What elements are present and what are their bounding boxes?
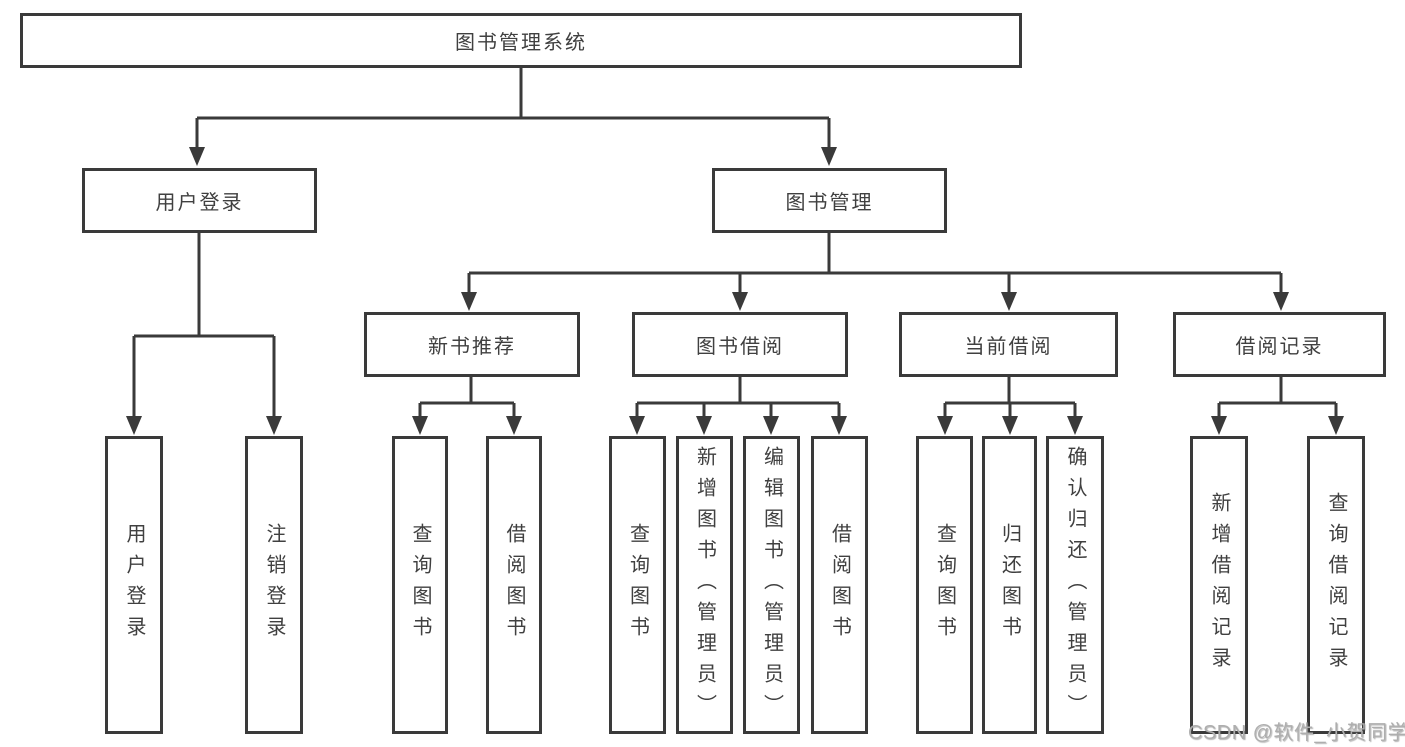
watermark: CSDN @软件_小贺同学 (1188, 722, 1405, 744)
arrow-down-icon (461, 292, 477, 311)
arrow-down-icon (412, 416, 428, 435)
leaf-add-borrow-record: 新增借阅记录 (1190, 436, 1248, 734)
leaf-edit-book-admin: 编辑图书（管理员） (743, 436, 800, 734)
node-label: 图书管理 (785, 192, 874, 214)
leaf-borrow-books-borrow: 借阅图书 (811, 436, 868, 734)
node-new-book-recommend: 新书推荐 (364, 312, 580, 377)
arrowheads (126, 147, 1344, 435)
arrow-down-icon (189, 147, 205, 166)
arrow-down-icon (1273, 292, 1289, 311)
leaf-label: 查询借阅记录 (1325, 492, 1347, 678)
arrow-down-icon (821, 147, 837, 166)
leaf-label: 新增借阅记录 (1208, 492, 1230, 678)
leaf-label: 确认归还（管理员） (1064, 445, 1086, 725)
leaf-label: 查询图书 (626, 523, 649, 647)
arrow-down-icon (126, 416, 142, 435)
leaf-confirm-return-admin: 确认归还（管理员） (1046, 436, 1104, 734)
arrow-down-icon (1328, 416, 1344, 435)
node-label: 借阅记录 (1235, 336, 1324, 358)
node-label: 新书推荐 (428, 336, 516, 358)
leaf-borrow-books-newbook: 借阅图书 (486, 436, 542, 734)
arrow-down-icon (763, 416, 779, 435)
arrow-down-icon (506, 416, 522, 435)
leaf-query-books-current: 查询图书 (916, 436, 973, 734)
arrow-down-icon (1211, 416, 1227, 435)
arrow-down-icon (266, 416, 282, 435)
node-current-borrow: 当前借阅 (899, 312, 1118, 377)
node-label: 当前借阅 (964, 336, 1053, 358)
leaf-label: 借阅图书 (828, 523, 851, 647)
leaf-query-borrow-record: 查询借阅记录 (1307, 436, 1365, 734)
leaf-return-book: 归还图书 (982, 436, 1037, 734)
node-user-login: 用户登录 (82, 168, 317, 233)
node-library-system: 图书管理系统 (20, 13, 1022, 68)
arrow-down-icon (732, 292, 748, 311)
arrow-down-icon (831, 416, 847, 435)
arrow-down-icon (629, 416, 645, 435)
leaf-logout: 注销登录 (245, 436, 303, 734)
arrow-down-icon (1067, 416, 1083, 435)
arrow-down-icon (696, 416, 712, 435)
arrow-down-icon (1001, 292, 1017, 311)
leaf-label: 归还图书 (998, 523, 1021, 647)
leaf-query-books-newbook: 查询图书 (392, 436, 448, 734)
node-book-borrow: 图书借阅 (632, 312, 848, 377)
leaf-label: 查询图书 (933, 523, 956, 647)
node-label: 图书借阅 (696, 336, 784, 358)
node-label: 图书管理系统 (455, 32, 587, 54)
node-book-management: 图书管理 (712, 168, 947, 233)
leaf-label: 借阅图书 (503, 523, 525, 647)
tree-edges (132, 68, 1338, 419)
arrow-down-icon (937, 416, 953, 435)
leaf-label: 新增图书（管理员） (693, 445, 716, 725)
node-label: 用户登录 (155, 192, 244, 214)
leaf-query-books-borrow: 查询图书 (609, 436, 666, 734)
leaf-label: 编辑图书（管理员） (760, 445, 783, 725)
leaf-user-login: 用户登录 (105, 436, 163, 734)
leaf-label: 用户登录 (123, 523, 145, 647)
leaf-add-book-admin: 新增图书（管理员） (676, 436, 733, 734)
node-borrow-records: 借阅记录 (1173, 312, 1386, 377)
arrow-down-icon (1002, 416, 1018, 435)
leaf-label: 注销登录 (263, 523, 285, 647)
leaf-label: 查询图书 (409, 523, 431, 647)
